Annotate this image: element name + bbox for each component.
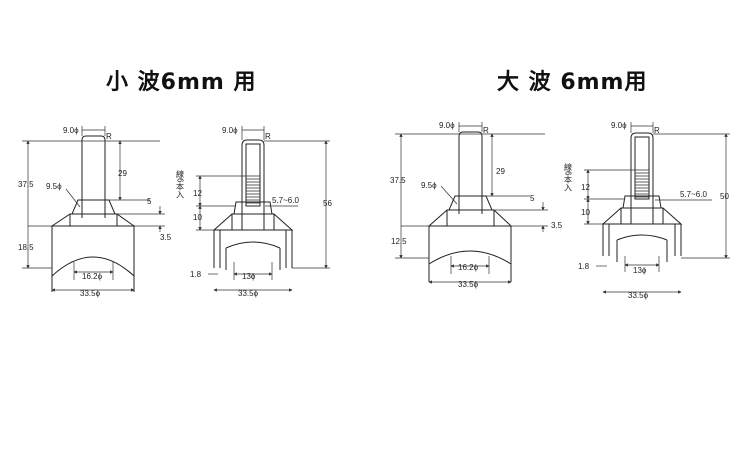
label-phi9-5: 9.5ϕ <box>46 182 62 191</box>
label-large-1-8: 1.8 <box>578 262 590 271</box>
section-thread-zone <box>245 143 261 207</box>
label-large-section-phi9: 9.0ϕ <box>611 121 627 130</box>
bolt-shank <box>81 135 106 218</box>
pad-sides <box>51 226 135 292</box>
label-large-section-r: R <box>654 126 660 135</box>
small-exterior-view: 9.0ϕ R 37.5 29 9.5ϕ 5 3.5 18.5 16.2ϕ 33.… <box>18 126 172 298</box>
label-large-wire-count: 線6本入 <box>564 162 573 191</box>
label-18-5: 18.5 <box>18 243 34 252</box>
label-section-r: R <box>265 132 271 141</box>
label-12: 12 <box>193 189 202 198</box>
label-large-10: 10 <box>581 208 590 217</box>
label-5: 5 <box>147 197 152 206</box>
label-range: 5.7~6.0 <box>272 196 299 205</box>
title-large-wave: 大 波 6mm用 <box>497 70 648 95</box>
label-1-8: 1.8 <box>190 270 202 279</box>
small-section-view: 9.0ϕ R 線6本入 12 10 5.7~6.0 56 1.8 13ϕ 33.… <box>176 126 332 298</box>
label-wire-count: 線6本入 <box>176 169 185 198</box>
pad-curve <box>51 256 135 277</box>
label-large-phi33-5: 33.5ϕ <box>458 280 479 289</box>
label-56: 56 <box>323 199 332 208</box>
label-large-12: 12 <box>581 183 590 192</box>
label-12-5: 12.5 <box>391 237 407 246</box>
label-phi16-2: 16.2ϕ <box>82 272 103 281</box>
label-phi13: 13ϕ <box>242 272 256 281</box>
label-large-phi9: 9.0ϕ <box>439 121 455 130</box>
label-phi33-5: 33.5ϕ <box>80 289 101 298</box>
label-large-phi9-5: 9.5ϕ <box>421 181 437 190</box>
cap-top <box>71 199 116 215</box>
label-large-r: R <box>483 126 489 135</box>
label-large-3-5: 3.5 <box>551 221 563 230</box>
cap-flange <box>50 213 136 227</box>
label-large-phi13: 13ϕ <box>633 266 647 275</box>
label-r: R <box>106 132 112 141</box>
section-shank <box>241 139 265 230</box>
label-section-phi9: 9.0ϕ <box>222 126 238 135</box>
label-large-29: 29 <box>496 167 505 176</box>
label-large-section-phi33-5: 33.5ϕ <box>628 291 649 300</box>
label-large-range: 5.7~6.0 <box>680 190 707 199</box>
large-exterior-view: 9.0ϕ R 37.5 29 9.5ϕ 5 3.5 12.5 16.2ϕ 33.… <box>390 121 563 289</box>
title-small-wave: 小 波6mm 用 <box>106 70 257 95</box>
label-section-phi33-5: 33.5ϕ <box>238 289 259 298</box>
label-50: 50 <box>720 192 729 201</box>
label-37-5: 37.5 <box>18 180 34 189</box>
label-29: 29 <box>118 169 127 178</box>
label-large-37-5: 37.5 <box>390 176 406 185</box>
label-large-phi16-2: 16.2ϕ <box>458 263 479 272</box>
large-section-view: 9.0ϕ R 線6本入 12 10 5.7~6.0 50 1.8 13ϕ 33.… <box>564 121 730 300</box>
label-10: 10 <box>193 213 202 222</box>
large-thread-lines <box>635 169 649 198</box>
label-3-5: 3.5 <box>160 233 172 242</box>
label-phi9: 9.0ϕ <box>63 126 79 135</box>
thread-lines <box>246 175 260 204</box>
label-large-5: 5 <box>530 194 535 203</box>
